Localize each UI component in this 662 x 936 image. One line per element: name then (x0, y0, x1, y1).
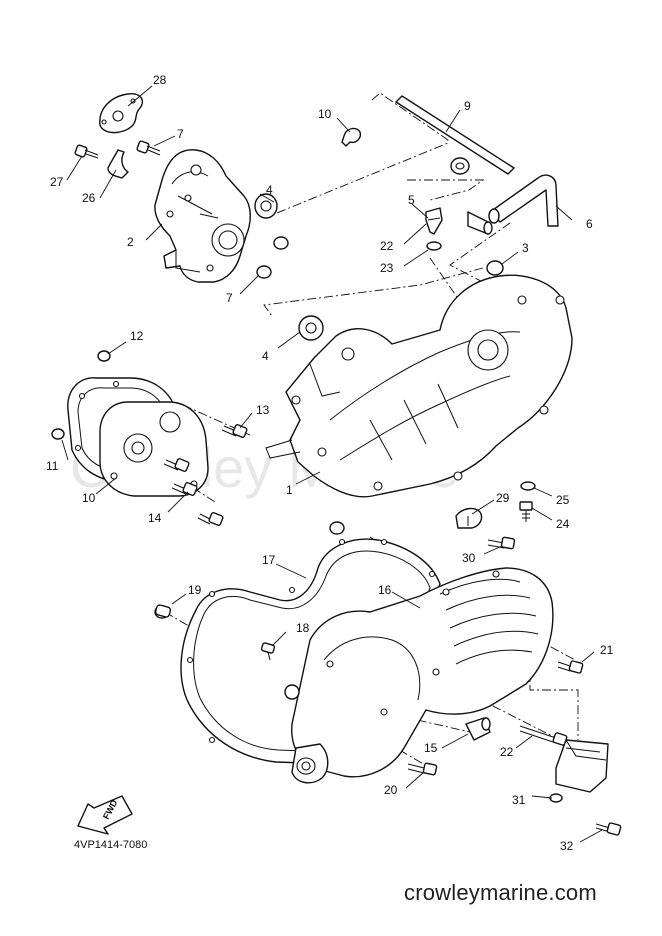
callout-4-lower: 4 (262, 349, 269, 363)
part-dowel-upper (329, 521, 345, 535)
callout-29: 27 (50, 175, 64, 189)
callout-28: 26 (82, 191, 96, 205)
callout-19: 18 (296, 621, 310, 635)
part-5-fitting (467, 211, 493, 235)
callout-25: 23 (380, 261, 394, 275)
part-19-pin (260, 642, 276, 661)
footer-domain: crowleymarine.com (404, 880, 597, 905)
callout-31: 29 (496, 491, 510, 505)
part-29-bolt (74, 144, 99, 159)
part-1-crankcase (265, 274, 573, 498)
part-20-dowel (154, 604, 172, 619)
part-15-bolt-b (171, 482, 198, 496)
callout-12: 11 (46, 459, 59, 473)
callout-7: 7 (226, 291, 233, 305)
callout-30: 28 (153, 73, 167, 87)
part-23-bolt (519, 725, 568, 746)
part-22-bolt (557, 660, 584, 674)
callout-32: 30 (462, 551, 476, 565)
callout-11: 10 (82, 491, 96, 505)
callout-33: 31 (512, 793, 526, 807)
callout-21: 20 (384, 783, 398, 797)
callout-14: 13 (256, 403, 270, 417)
callout-8: 7 (177, 127, 184, 141)
part-8-bolt (136, 140, 161, 156)
part-4-bearing-lower (298, 315, 324, 341)
callout-4-upper: 4 (266, 183, 273, 197)
callout-27: 25 (556, 493, 570, 507)
diagram-code: 4VP1414-7080 (74, 839, 147, 851)
callout-16: 15 (424, 741, 438, 755)
part-21-bolt (407, 762, 438, 776)
callout-23: 22 (500, 745, 514, 759)
part-2-housing (154, 149, 251, 283)
callout-10: 10 (318, 107, 332, 121)
callout-2: 2 (127, 235, 134, 249)
part-4-bearing-upper (254, 193, 278, 219)
callout-22: 21 (600, 643, 614, 657)
part-3-collar (486, 260, 504, 276)
leader-lines (61, 85, 603, 843)
callout-17: 16 (378, 583, 392, 597)
callout-9: 9 (464, 99, 471, 113)
callout-3: 3 (522, 241, 529, 255)
callout-6: 6 (586, 217, 593, 231)
part-34-screw (595, 822, 622, 836)
callout-26: 24 (556, 517, 570, 531)
part-10-clip (341, 127, 362, 147)
part-24-plug (425, 207, 443, 235)
part-6-hose (488, 174, 559, 227)
part-31-bracket (455, 507, 483, 529)
part-11-cover (99, 401, 209, 497)
part-15-bolt-a (163, 458, 190, 472)
part-25-oring (426, 241, 442, 251)
callout-18: 17 (262, 553, 276, 567)
fwd-arrow-icon: FWD (77, 795, 133, 835)
part-16-plug (465, 717, 491, 741)
part-27-washer (520, 481, 536, 491)
callout-34: 32 (560, 839, 574, 853)
part-15-bolt-c (197, 512, 224, 526)
callout-24: 22 (380, 239, 394, 253)
part-9-shaft (395, 95, 515, 175)
part-14-bolt (221, 424, 248, 438)
part-7-dowel-b (256, 265, 272, 279)
callout-13: 12 (130, 329, 144, 343)
part-26-drain-bolt (519, 501, 533, 522)
callout-1: 1 (286, 483, 293, 497)
callout-20: 19 (188, 583, 202, 597)
part-28-bracket (107, 149, 129, 179)
part-7-dowel-a (273, 236, 289, 250)
callout-15: 14 (148, 511, 162, 525)
part-13-dowel (97, 350, 111, 362)
callouts: 28 7 27 26 2 4 7 10 9 5 6 22 23 3 4 12 1… (46, 73, 614, 853)
part-12-dowel (51, 428, 65, 440)
callout-5: 5 (408, 193, 415, 207)
part-17-cover (284, 567, 554, 784)
part-32-bolt (487, 536, 516, 550)
part-33-duct (549, 739, 609, 803)
